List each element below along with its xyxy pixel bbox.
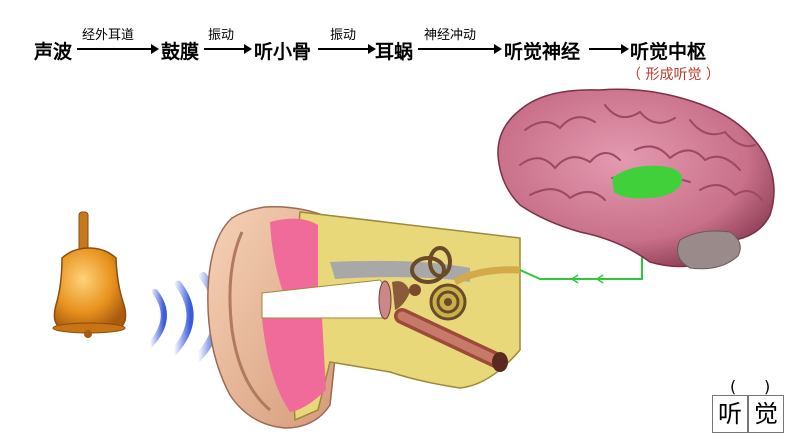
arrow-3: [318, 44, 376, 54]
arrow-1: [77, 44, 159, 54]
ear-cross-section-icon: [207, 205, 521, 429]
node-auditory-nerve: 听觉神经: [504, 41, 581, 63]
auditory-cortex-highlight: [612, 165, 683, 199]
paren-left: (: [730, 377, 737, 396]
bell-icon: [52, 211, 127, 338]
node-eardrum: 鼓膜: [161, 41, 200, 63]
hearing-pathway-flowchart: 声波 经外耳道 鼓膜 振动 听小骨 振动 耳蜗 神经冲动 听觉神经 听觉中枢 （…: [0, 0, 794, 90]
char-box-jue: 觉: [748, 395, 784, 433]
node-auditory-center: 听觉中枢: [630, 41, 707, 63]
arrow-label-1: 经外耳道: [82, 28, 135, 43]
sound-wave-icon: [147, 272, 222, 362]
arrow-label-4: 神经冲动: [424, 28, 477, 43]
brain-icon: [497, 88, 775, 270]
arrow-4: [418, 44, 502, 54]
node-cochlea: 耳蜗: [375, 41, 414, 63]
char-box-ting: 听: [712, 395, 748, 433]
cochlea-spiral: [429, 283, 467, 321]
arrow-label-2: 振动: [208, 28, 235, 43]
arrow-2: [204, 44, 252, 54]
node-sound-wave: 声波: [34, 41, 73, 63]
arrow-5: [589, 44, 629, 54]
note-form-hearing: （ 形成听觉 ）: [627, 67, 720, 83]
node-ossicles: 听小骨: [254, 41, 312, 63]
paren-right: ): [764, 377, 771, 396]
arrow-label-3: 振动: [330, 28, 357, 43]
